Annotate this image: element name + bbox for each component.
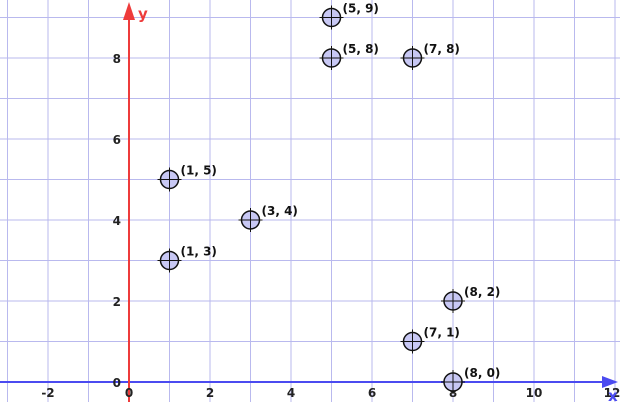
data-point: (5, 9) [319,2,379,30]
x-tick-label: -2 [41,386,54,400]
data-point: (8, 2) [441,285,500,313]
x-axis-label: x [608,387,618,402]
y-tick-label: 2 [113,295,121,309]
y-axis-arrow [123,2,135,20]
point-label: (8, 0) [464,366,500,380]
point-label: (3, 4) [262,204,298,218]
point-label: (8, 2) [464,285,500,299]
point-label: (1, 5) [181,164,217,178]
data-point: (8, 0) [441,366,500,394]
y-tick-label: 0 [113,376,121,390]
point-label: (7, 1) [424,326,460,340]
y-axis-label: y [138,5,148,23]
x-tick-label: 12 [604,386,620,400]
x-tick-label: 6 [368,386,376,400]
point-label: (5, 9) [343,2,379,16]
point-label: (1, 3) [181,245,217,259]
x-axis-arrow [602,376,618,388]
y-tick-label: 6 [113,133,121,147]
x-tick-label: 0 [125,386,133,400]
data-point: (7, 8) [400,42,460,70]
x-tick-label: 2 [206,386,214,400]
data-point: (1, 5) [157,164,217,192]
data-point: (3, 4) [238,204,298,232]
point-label: (5, 8) [343,42,379,56]
x-tick-label: 10 [526,386,543,400]
data-point: (5, 8) [319,42,379,70]
data-point: (1, 3) [157,245,217,273]
data-points: (5, 9) (5, 8) (7, 8) (1, 5) (3, 4) (1, 3) (8, … [157,2,500,394]
y-tick-label: 8 [113,52,121,66]
point-label: (7, 8) [424,42,460,56]
x-tick-label: 4 [287,386,295,400]
data-point: (7, 1) [400,326,460,354]
y-tick-label: 4 [113,214,121,228]
